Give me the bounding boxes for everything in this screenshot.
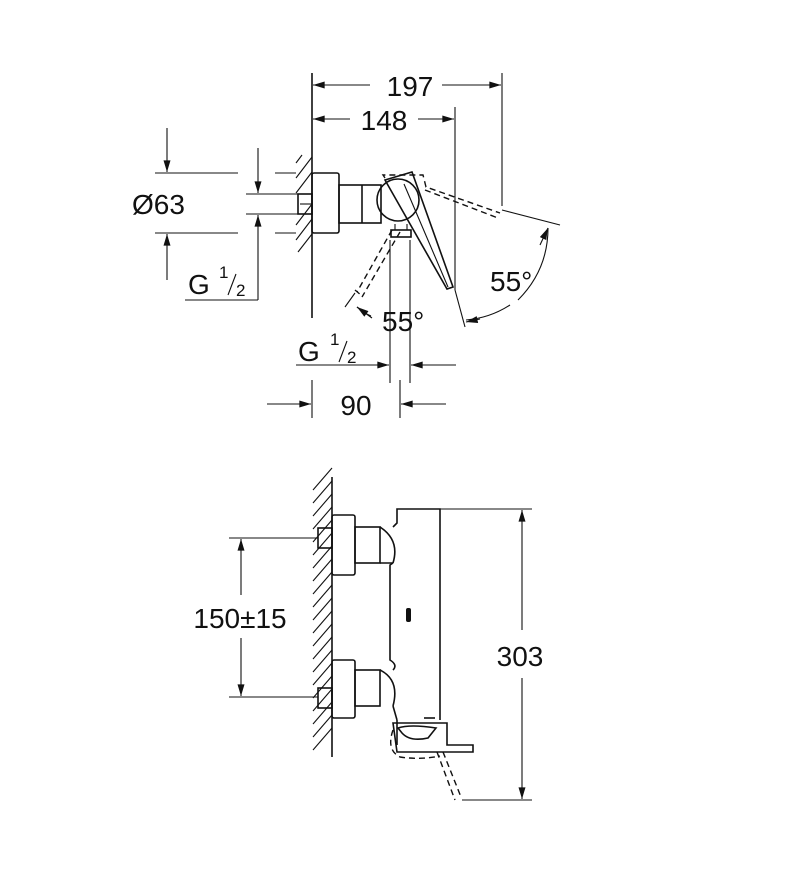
hatch-line <box>312 493 333 517</box>
hatch-line <box>312 688 333 712</box>
thread-label-bottom: G 1 2 <box>298 330 356 367</box>
hatch-line <box>312 727 333 751</box>
hatch-line <box>312 701 333 725</box>
hatch-line <box>312 623 333 647</box>
thread-letter: G <box>188 269 210 300</box>
thread-denominator: 2 <box>347 348 356 367</box>
dim-150-15: 150±15 <box>193 603 286 634</box>
hatch-line <box>312 519 333 543</box>
thread-numerator: 1 <box>219 263 228 282</box>
top-view: 197 148 Ø63 G 1 2 <box>132 71 561 421</box>
hatch-line <box>312 467 333 491</box>
front-view: 150±15 303 <box>193 467 544 801</box>
thread-label-side: G 1 2 <box>188 263 245 300</box>
dim-diameter-63: Ø63 <box>132 189 185 220</box>
thread-denominator: 2 <box>236 281 245 300</box>
hatch-line <box>312 597 333 621</box>
angle-55-left: 55° <box>382 306 424 337</box>
mixer-front-outline <box>317 508 474 801</box>
dim-197: 197 <box>387 71 434 102</box>
thread-numerator: 1 <box>330 330 339 349</box>
wall-hatch <box>312 467 333 751</box>
angle-55-right: 55° <box>490 266 532 297</box>
dim-148: 148 <box>361 105 408 136</box>
hatch-line <box>312 571 333 595</box>
hatch-line <box>312 558 333 582</box>
hatch-line <box>312 649 333 673</box>
hatch-line <box>312 532 333 556</box>
dim-303: 303 <box>497 641 544 672</box>
hatch-line <box>312 714 333 738</box>
dim-90: 90 <box>340 390 371 421</box>
hatch-line <box>312 545 333 569</box>
hatch-line <box>312 584 333 608</box>
hatch-line <box>312 480 333 504</box>
hatch-line <box>312 675 333 699</box>
hatch-line <box>312 636 333 660</box>
mixer-top-outline <box>297 171 501 298</box>
hatch-line <box>312 506 333 530</box>
hatch-line <box>312 662 333 686</box>
hatch-line <box>312 610 333 634</box>
thread-letter: G <box>298 336 320 367</box>
